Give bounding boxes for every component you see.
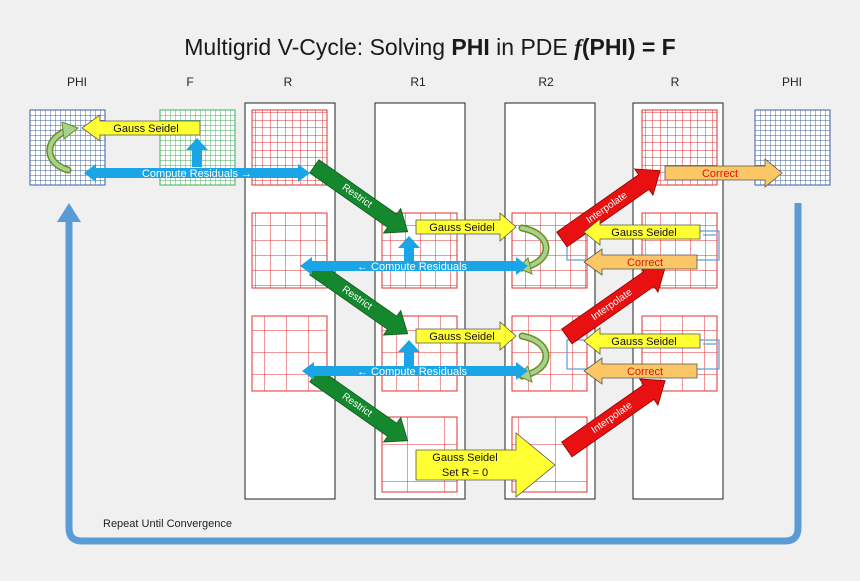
- coarse-gauss-seidel-label-1: Gauss Seidel: [432, 452, 497, 464]
- gauss-seidel-label-right-level3: Gauss Seidel: [611, 336, 676, 348]
- compute-residuals-arrow-top: [84, 164, 310, 182]
- gauss-seidel-arrow-right-level2: [583, 218, 701, 246]
- repeat-loop-arrowhead: [57, 203, 81, 222]
- correct-arrow-level2: [583, 248, 698, 276]
- smoothing-curve-top-inner: [47, 129, 70, 172]
- gauss-seidel-arrow-level2: [415, 212, 517, 242]
- correct-arrow-level3: [583, 357, 698, 385]
- page-title: Multigrid V-Cycle: Solving PHI in PDE f(…: [184, 34, 675, 60]
- up-arrow-level2: [398, 236, 420, 262]
- up-arrow-level3: [398, 340, 420, 366]
- repeat-label: Repeat Until Convergence: [103, 518, 232, 530]
- repeat-loop-arrow: [65, 203, 802, 545]
- gauss-seidel-arrow-top: [81, 114, 201, 142]
- f-up-arrow-top: [186, 138, 208, 167]
- column-label-r1: R1: [410, 75, 426, 89]
- gauss-seidel-label-level3: Gauss Seidel: [429, 331, 494, 343]
- compute-residuals-label-level2: ← Compute Residuals: [357, 261, 468, 273]
- gauss-seidel-arrow-right-level3: [583, 327, 701, 355]
- compute-residuals-arrow-level3: [302, 362, 528, 380]
- column-label-r-left: R: [284, 75, 293, 89]
- coarse-gauss-seidel-label-2: Set R = 0: [442, 467, 488, 479]
- compute-residuals-arrow-level2: [300, 257, 528, 275]
- correct-label-top: Correct: [702, 168, 738, 180]
- compute-residuals-label-level3: ← Compute Residuals: [357, 366, 468, 378]
- coarse-gauss-seidel-arrow: [415, 432, 556, 498]
- correct-arrow-top: [664, 158, 783, 188]
- r-right-level3-grid: [641, 315, 718, 392]
- gauss-seidel-arrow-level3: [415, 321, 517, 351]
- compute-residuals-label-top: Compute Residuals →: [142, 168, 252, 180]
- gauss-seidel-label-right-level2: Gauss Seidel: [611, 227, 676, 239]
- column-label-r2: R2: [538, 75, 554, 89]
- gauss-seidel-label-level2: Gauss Seidel: [429, 222, 494, 234]
- correct-label-level2: Correct: [627, 257, 663, 269]
- column-label-phi-left: PHI: [67, 75, 87, 89]
- smoothing-curve-level3-inner: [520, 334, 548, 378]
- correct-label-level3: Correct: [627, 366, 663, 378]
- smoothing-curve-top-head: [61, 121, 80, 140]
- column-label-f: F: [186, 75, 193, 89]
- smoothing-curve-level2-inner: [520, 226, 548, 270]
- gauss-seidel-label-top: Gauss Seidel: [113, 123, 178, 135]
- column-label-r-right: R: [671, 75, 680, 89]
- column-label-phi-right: PHI: [782, 75, 802, 89]
